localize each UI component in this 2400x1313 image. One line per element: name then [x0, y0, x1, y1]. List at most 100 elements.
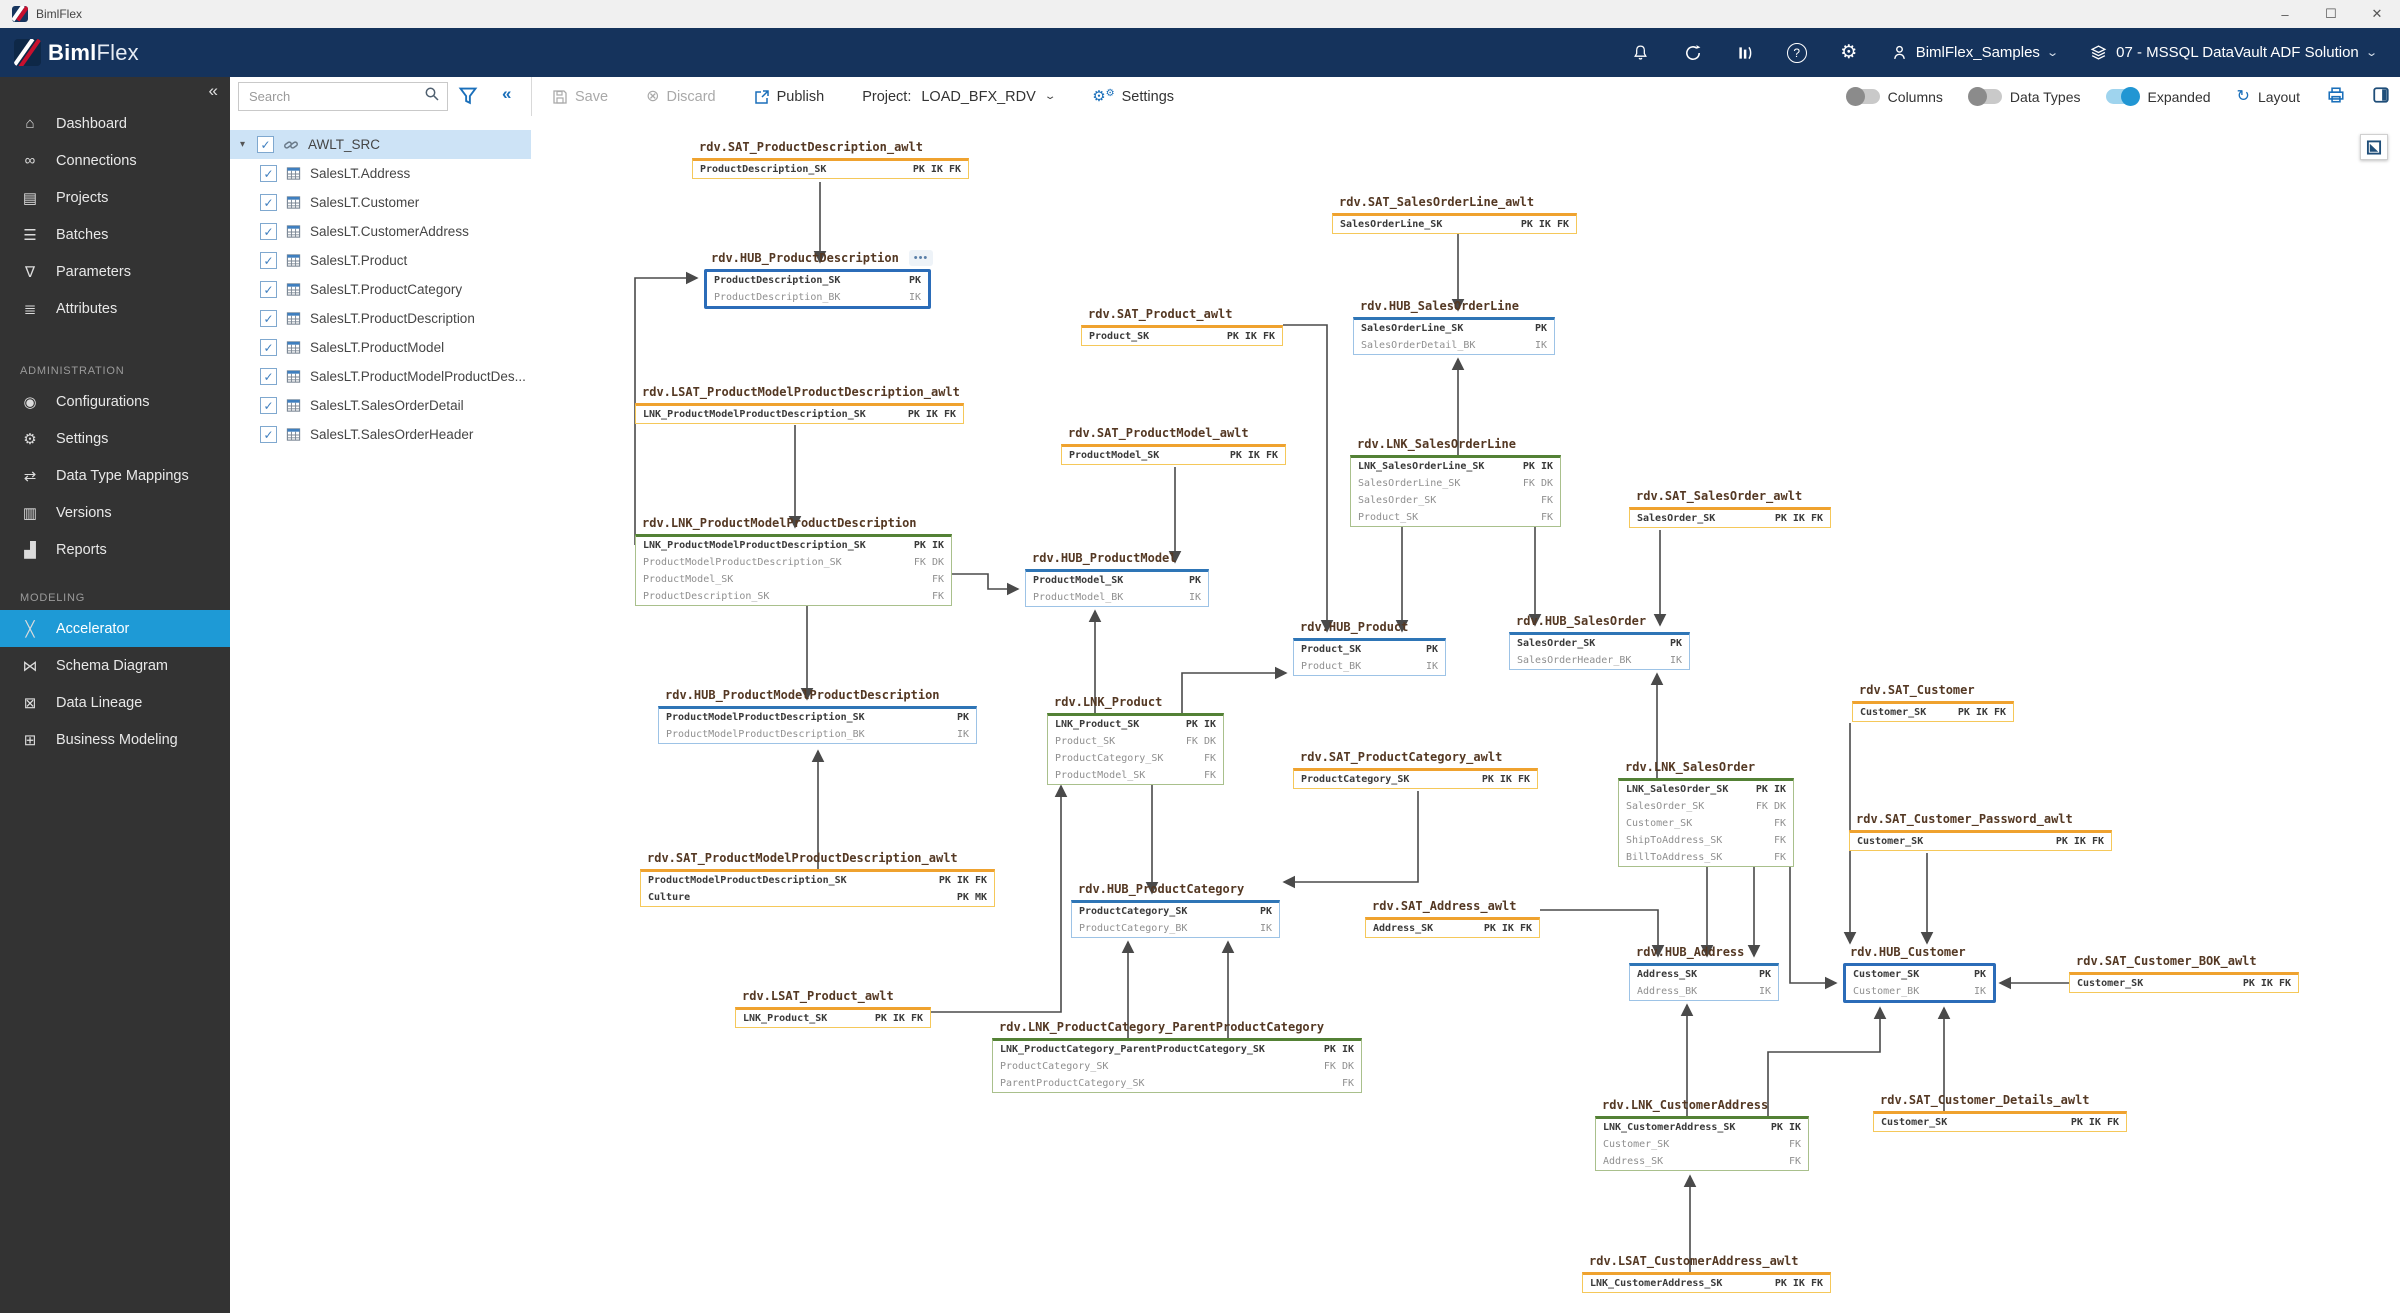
sidebar-item-dashboard[interactable]: ⌂Dashboard [0, 105, 230, 142]
tree-checkbox[interactable]: ✓ [260, 223, 277, 240]
search-icon[interactable] [424, 86, 440, 107]
entity-menu-button[interactable]: ••• [909, 250, 933, 266]
maximize-button[interactable]: ☐ [2325, 6, 2337, 21]
account-dropdown[interactable]: BimlFlex_Samples ⌄ [1875, 28, 2073, 77]
tree-item-saleslt-customeraddress[interactable]: ✓SalesLT.CustomerAddress [230, 217, 531, 246]
sidebar-item-reports[interactable]: ▟Reports [0, 531, 230, 568]
sidebar-item-versions[interactable]: ▥Versions [0, 494, 230, 531]
tree-checkbox[interactable]: ✓ [260, 165, 277, 182]
tree-item-saleslt-productdescription[interactable]: ✓SalesLT.ProductDescription [230, 304, 531, 333]
sidebar-item-data-lineage[interactable]: ⊠Data Lineage [0, 684, 230, 721]
entity-rdv-HUB_ProductDescription[interactable]: rdv.HUB_ProductDescription•••ProductDesc… [704, 250, 933, 309]
tree-checkbox[interactable]: ✓ [260, 397, 277, 414]
tree-item-saleslt-productcategory[interactable]: ✓SalesLT.ProductCategory [230, 275, 531, 304]
tree-checkbox[interactable]: ✓ [260, 368, 277, 385]
tree-checkbox[interactable]: ✓ [260, 339, 277, 356]
refresh-icon[interactable] [1667, 28, 1719, 77]
tree-checkbox[interactable]: ✓ [260, 194, 277, 211]
columns-toggle[interactable]: Columns [1845, 87, 1943, 106]
solution-dropdown[interactable]: 07 - MSSQL DataVault ADF Solution ⌄ [2073, 28, 2392, 77]
panel-collapse-icon[interactable]: « [502, 84, 512, 103]
toggle-switch[interactable] [1967, 87, 2002, 106]
print-icon[interactable] [2326, 86, 2346, 107]
sidebar-item-connections[interactable]: ∞Connections [0, 142, 230, 179]
discard-button[interactable]: ⊗ Discard [646, 88, 716, 105]
diagram-settings-button[interactable]: ⚙⚙ Settings [1092, 89, 1174, 105]
tree-checkbox[interactable]: ✓ [260, 426, 277, 443]
toggle-switch[interactable] [1845, 87, 1880, 106]
tree-expand-caret[interactable]: ▾ [240, 139, 246, 150]
toggle-switch[interactable] [2106, 87, 2141, 106]
tree-item-saleslt-salesorderheader[interactable]: ✓SalesLT.SalesOrderHeader [230, 420, 531, 449]
close-button[interactable]: ✕ [2371, 6, 2383, 21]
gear-icon[interactable]: ⚙ [1840, 42, 1858, 63]
tree-checkbox[interactable]: ✓ [260, 252, 277, 269]
filter-icon[interactable] [458, 86, 478, 111]
tree-item-saleslt-productmodel[interactable]: ✓SalesLT.ProductModel [230, 333, 531, 362]
project-selector[interactable]: Project: LOAD_BFX_RDV ⌄ [862, 89, 1056, 105]
search-input[interactable] [247, 88, 424, 105]
entity-rdv-LNK_ProductCategory_ParentProductCategory[interactable]: rdv.LNK_ProductCategory_ParentProductCat… [992, 1020, 1362, 1093]
sidebar-item-data-type-mappings[interactable]: ⇄Data Type Mappings [0, 457, 230, 494]
tree-checkbox[interactable]: ✓ [260, 310, 277, 327]
tree-item-saleslt-productmodelproductdes-[interactable]: ✓SalesLT.ProductModelProductDes... [230, 362, 531, 391]
minimap-toggle-button[interactable] [2360, 134, 2388, 160]
tree-checkbox[interactable]: ✓ [257, 136, 274, 153]
tree-root-awlt-src[interactable]: ▾✓AWLT_SRC [230, 130, 531, 159]
layout-button[interactable]: ↻ Layout [2237, 88, 2300, 105]
tree-item-saleslt-address[interactable]: ✓SalesLT.Address [230, 159, 531, 188]
data-types-toggle[interactable]: Data Types [1967, 87, 2080, 106]
sidebar-item-projects[interactable]: ▤Projects [0, 179, 230, 216]
sidebar-item-attributes[interactable]: ≣Attributes [0, 290, 230, 327]
entity-rdv-SAT_ProductModelProductDescription_awlt[interactable]: rdv.SAT_ProductModelProductDescription_a… [640, 851, 995, 907]
metrics-icon[interactable] [1719, 28, 1771, 77]
sidebar-item-accelerator[interactable]: ╳Accelerator [0, 610, 230, 647]
sidebar-item-batches[interactable]: ☰Batches [0, 216, 230, 253]
sidebar-item-settings[interactable]: ⚙Settings [0, 420, 230, 457]
tree-item-saleslt-customer[interactable]: ✓SalesLT.Customer [230, 188, 531, 217]
minimize-button[interactable]: – [2281, 6, 2289, 22]
save-button[interactable]: Save [552, 89, 608, 105]
sidebar-collapse-icon[interactable]: « [208, 81, 218, 100]
publish-button[interactable]: Publish [754, 89, 824, 105]
expanded-toggle[interactable]: Expanded [2106, 87, 2211, 106]
bell-icon[interactable] [1615, 28, 1667, 77]
entity-rdv-LSAT_ProductModelProductDescription_awlt[interactable]: rdv.LSAT_ProductModelProductDescription_… [635, 385, 964, 424]
tree-item-saleslt-product[interactable]: ✓SalesLT.Product [230, 246, 531, 275]
sidebar-item-business-modeling[interactable]: ⊞Business Modeling [0, 721, 230, 758]
sidebar-item-parameters[interactable]: ∇Parameters [0, 253, 230, 290]
sidebar-item-configurations[interactable]: ◉Configurations [0, 383, 230, 420]
tree-item-saleslt-salesorderdetail[interactable]: ✓SalesLT.SalesOrderDetail [230, 391, 531, 420]
tree-checkbox[interactable]: ✓ [260, 281, 277, 298]
help-icon[interactable]: ? [1771, 28, 1823, 77]
panel-view-icon[interactable] [2372, 86, 2390, 107]
sidebar-item-schema-diagram[interactable]: ⋈Schema Diagram [0, 647, 230, 684]
